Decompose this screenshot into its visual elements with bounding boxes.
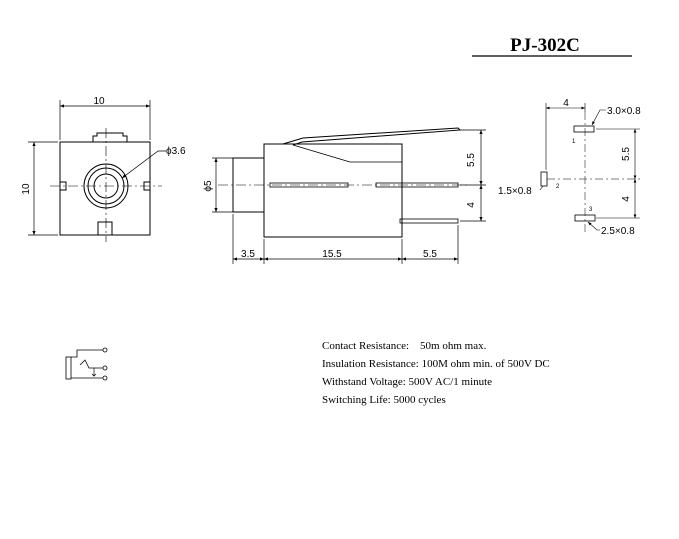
part-number-title: PJ-302C (510, 35, 580, 56)
front-width-label: 10 (93, 96, 105, 107)
schematic-arrow (91, 368, 97, 377)
fp-top-label: 4 (563, 98, 569, 109)
pcb-footprint (539, 103, 640, 232)
side-bottom-terminal (399, 218, 459, 224)
schematic-terminal-3 (102, 375, 108, 381)
front-top-tab (92, 132, 128, 142)
pad3-size-label: 2.5×0.8 (601, 226, 635, 237)
pad2-leader (539, 185, 544, 191)
front-view (28, 100, 166, 242)
side-body-label: 15.5 (322, 249, 342, 260)
hole-diameter-label: ϕ3.6 (166, 146, 186, 157)
pad2-size-label: 1.5×0.8 (498, 186, 532, 197)
schematic-tip-wire (71, 349, 103, 358)
spec-withstand-voltage: Withstand Voltage: 500V AC/1 minute (322, 376, 493, 388)
pin-2-number: 2 (556, 184, 560, 190)
barrel-diameter-label: ϕ5 (203, 180, 214, 192)
side-lower-label: 4 (466, 202, 477, 208)
side-top-contact (282, 127, 462, 146)
pad1-size-label: 3.0×0.8 (607, 106, 641, 117)
side-view (212, 127, 486, 264)
pad1-leader (591, 109, 606, 126)
spec-switching-life: Switching Life: 5000 cycles (322, 394, 446, 406)
fp-lower-label: 4 (621, 196, 632, 202)
front-body-outline (59, 141, 151, 236)
pad-2 (540, 171, 548, 187)
schematic-terminal-2 (102, 365, 108, 371)
schematic-terminal-1 (102, 347, 108, 353)
front-height-label: 10 (21, 183, 32, 195)
side-front-label: 3.5 (241, 249, 255, 260)
side-upper-label: 5.5 (466, 153, 477, 167)
title-block: PJ-302C (472, 35, 632, 57)
pin-1-number: 1 (572, 139, 576, 145)
spec-contact-resistance: Contact Resistance: 50m ohm max. (322, 340, 487, 352)
hole-leader (121, 150, 166, 179)
pad-1 (573, 125, 595, 133)
side-contact-slope (292, 144, 351, 163)
pin-3-number: 3 (589, 207, 593, 213)
front-bottom-slot (97, 221, 113, 235)
pad3-leader (587, 221, 600, 231)
spec-insulation-resistance: Insulation Resistance: 100M ohm min. of … (322, 358, 550, 370)
fp-upper-label: 5.5 (621, 147, 632, 161)
side-body-outline (263, 143, 403, 238)
side-pin-label: 5.5 (423, 249, 437, 260)
schematic-switch-contact (79, 359, 103, 369)
schematic-symbol (65, 347, 108, 381)
schematic-sleeve (65, 356, 72, 380)
